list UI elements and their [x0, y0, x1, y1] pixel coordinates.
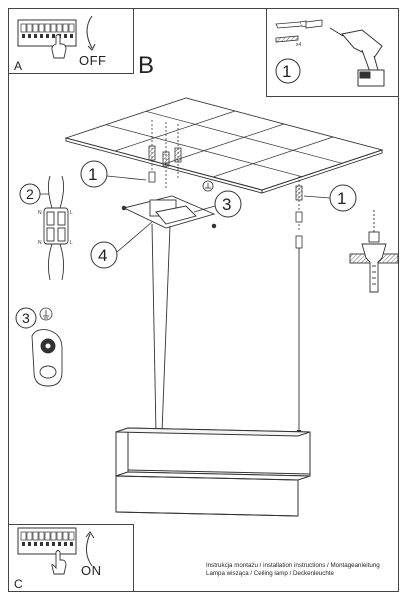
count-label: x4: [296, 42, 302, 48]
section-b-letter: B: [138, 52, 155, 79]
wire-label-n-bottom: N: [38, 240, 42, 246]
switch-panel-icon: [17, 19, 77, 47]
suspension-cables: [151, 223, 300, 433]
arrow-icon: [86, 15, 96, 51]
callout-wiring-number: 2: [26, 186, 34, 202]
step-1-number: 1: [282, 62, 291, 81]
wire-label-l-bottom: L: [70, 240, 73, 246]
instruction-page: [8, 8, 399, 592]
wire-label-l-top: L: [70, 210, 73, 216]
anchor-icon: [305, 19, 323, 29]
callout-ground-plate-number: 3: [222, 195, 231, 214]
callout-rail-right: 1: [303, 184, 357, 212]
switch-on-label: ON: [81, 563, 102, 578]
wire-label-n-top: N: [38, 210, 42, 216]
callout-rail-right-number: 1: [337, 189, 346, 208]
terminal-block-icon: [43, 175, 69, 281]
ground-terminal-icon: [31, 329, 63, 387]
ceiling-anchor-icon: [349, 210, 399, 293]
drill-icon: [329, 27, 385, 87]
ground-icon: [39, 307, 53, 321]
callout-cable-number: 4: [98, 246, 107, 265]
step-1-circle: 1: [275, 58, 301, 84]
panel-a-letter: A: [14, 59, 23, 73]
callout-ground-plate: 3: [193, 190, 242, 218]
canopy-bracket: [121, 195, 217, 229]
ceiling-plate: [64, 97, 384, 194]
hand-icon: [51, 550, 67, 575]
screw-icon: [148, 120, 303, 249]
callout-ground-detail: 3: [15, 307, 37, 329]
lamp-icon: [115, 427, 311, 517]
panel-a-switch-off: A OFF: [8, 8, 134, 74]
callout-cable: 4: [90, 221, 153, 269]
arrow-icon: [85, 531, 95, 567]
switch-panel-icon: [17, 527, 77, 555]
callout-rail-left: 1: [80, 160, 147, 188]
hand-icon: [51, 34, 67, 59]
callout-ground-detail-number: 3: [22, 310, 30, 326]
ground-icon: [202, 180, 214, 192]
callout-rail-left-number: 1: [88, 165, 97, 184]
callout-wiring: 2: [19, 183, 49, 205]
footer-caption: Instrukcja montażu / installation instru…: [206, 562, 380, 578]
switch-off-label: OFF: [79, 53, 107, 68]
screw-icon: [275, 20, 308, 43]
footer-line-1: Instrukcja montażu / installation instru…: [206, 562, 380, 569]
panel-c-letter: C: [14, 577, 23, 591]
footer-line-2: Lampa wisząca / Ceiling lamp / Deckenleu…: [206, 570, 334, 577]
